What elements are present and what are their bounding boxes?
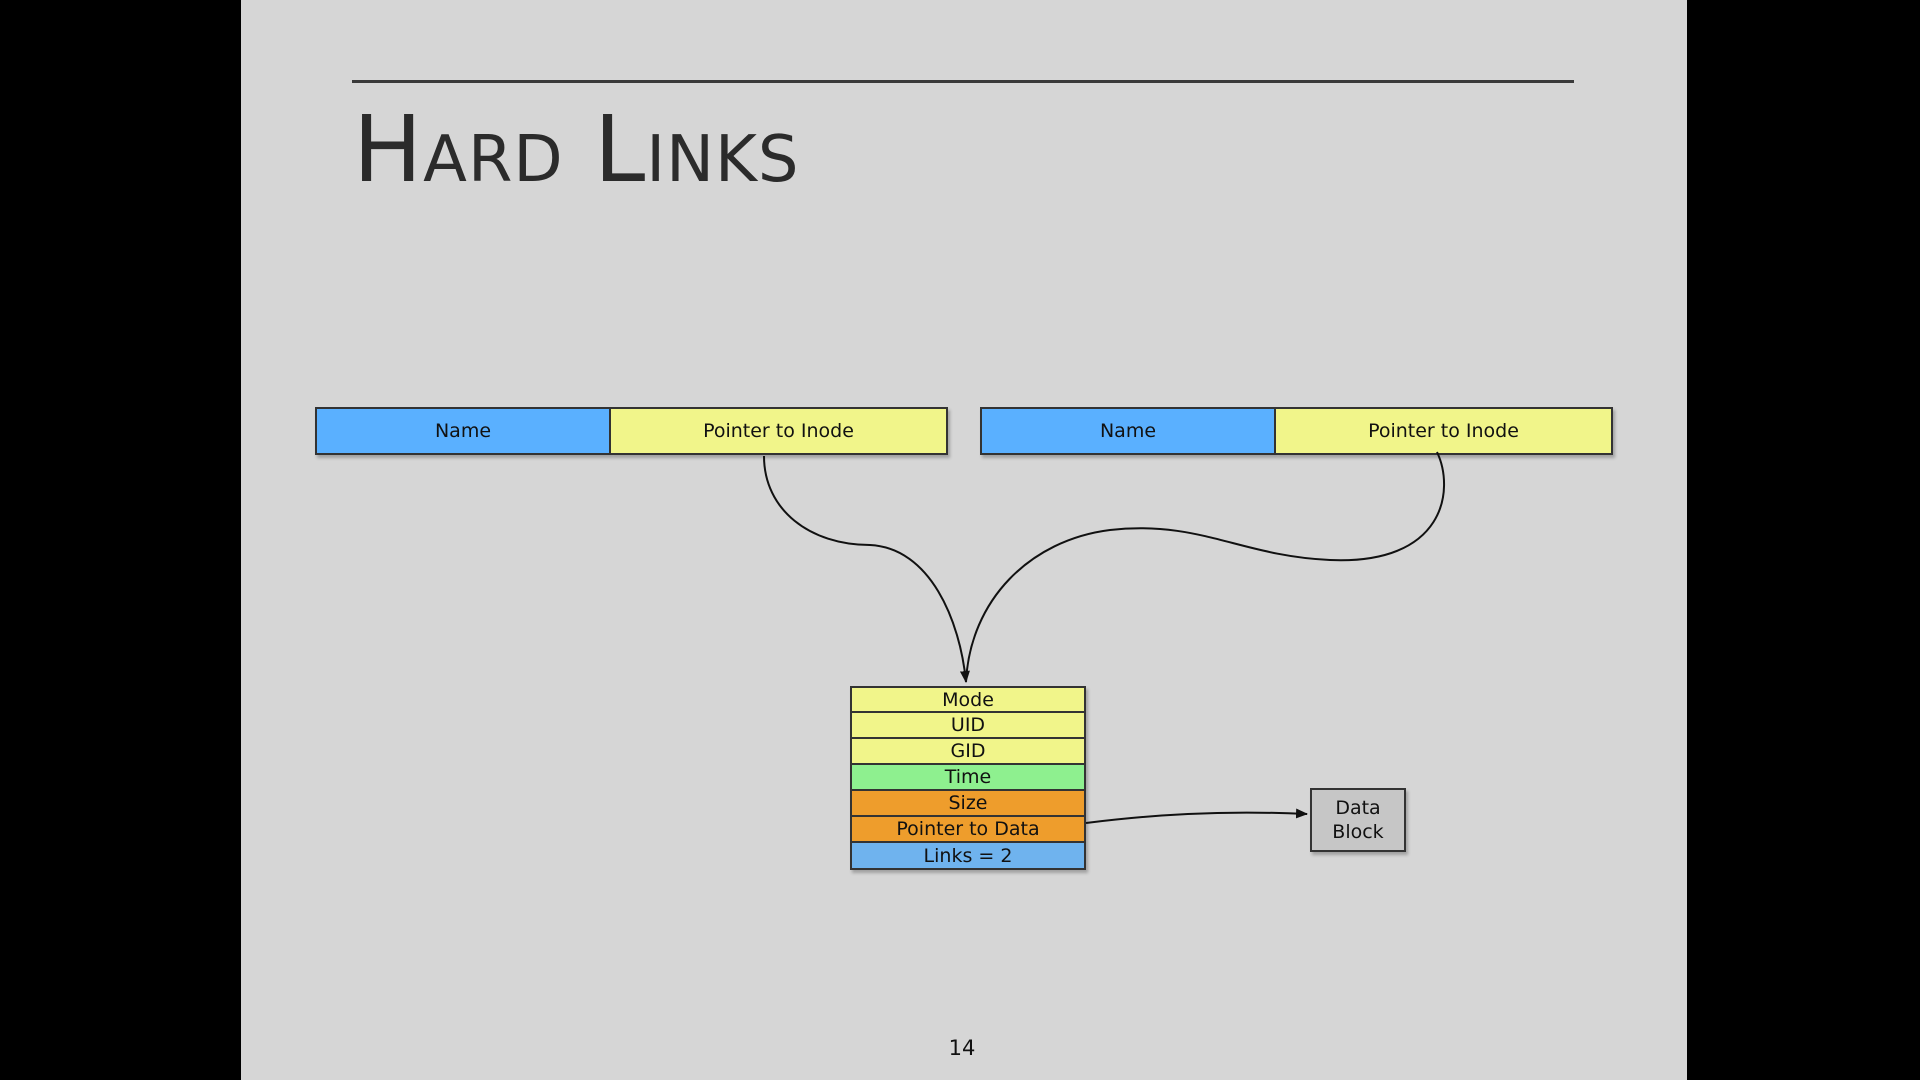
- data-block-line2: Block: [1332, 821, 1384, 843]
- arrow-inode-to-data-block: [1085, 808, 1308, 824]
- entry-1-name-cell: Name: [315, 407, 611, 455]
- data-block-line1: Data: [1335, 797, 1381, 819]
- entry-2-name-cell: Name: [980, 407, 1276, 455]
- inode-field-mode: Mode: [850, 686, 1086, 713]
- inode-field-gid: GID: [850, 739, 1086, 765]
- page-number: 14: [948, 1036, 976, 1060]
- data-block: Data Block: [1310, 788, 1406, 852]
- inode-field-uid: UID: [850, 713, 1086, 739]
- directory-entry-2: Name Pointer to Inode: [980, 407, 1613, 455]
- entry-1-pointer-cell: Pointer to Inode: [611, 407, 948, 455]
- title-rule: [352, 80, 1574, 83]
- inode-table: Mode UID GID Time Size Pointer to Data L…: [850, 686, 1086, 870]
- slide: [241, 0, 1687, 1080]
- arrow-entry-1-to-inode: [763, 455, 970, 683]
- directory-entry-1: Name Pointer to Inode: [315, 407, 948, 455]
- entry-2-pointer-cell: Pointer to Inode: [1276, 407, 1613, 455]
- slide-title: Hard Links: [353, 96, 800, 203]
- inode-field-pointer-to-data: Pointer to Data: [850, 817, 1086, 843]
- inode-field-links: Links = 2: [850, 843, 1086, 870]
- arrow-entry-2-to-inode: [965, 451, 1446, 683]
- inode-field-size: Size: [850, 791, 1086, 817]
- inode-field-time: Time: [850, 765, 1086, 791]
